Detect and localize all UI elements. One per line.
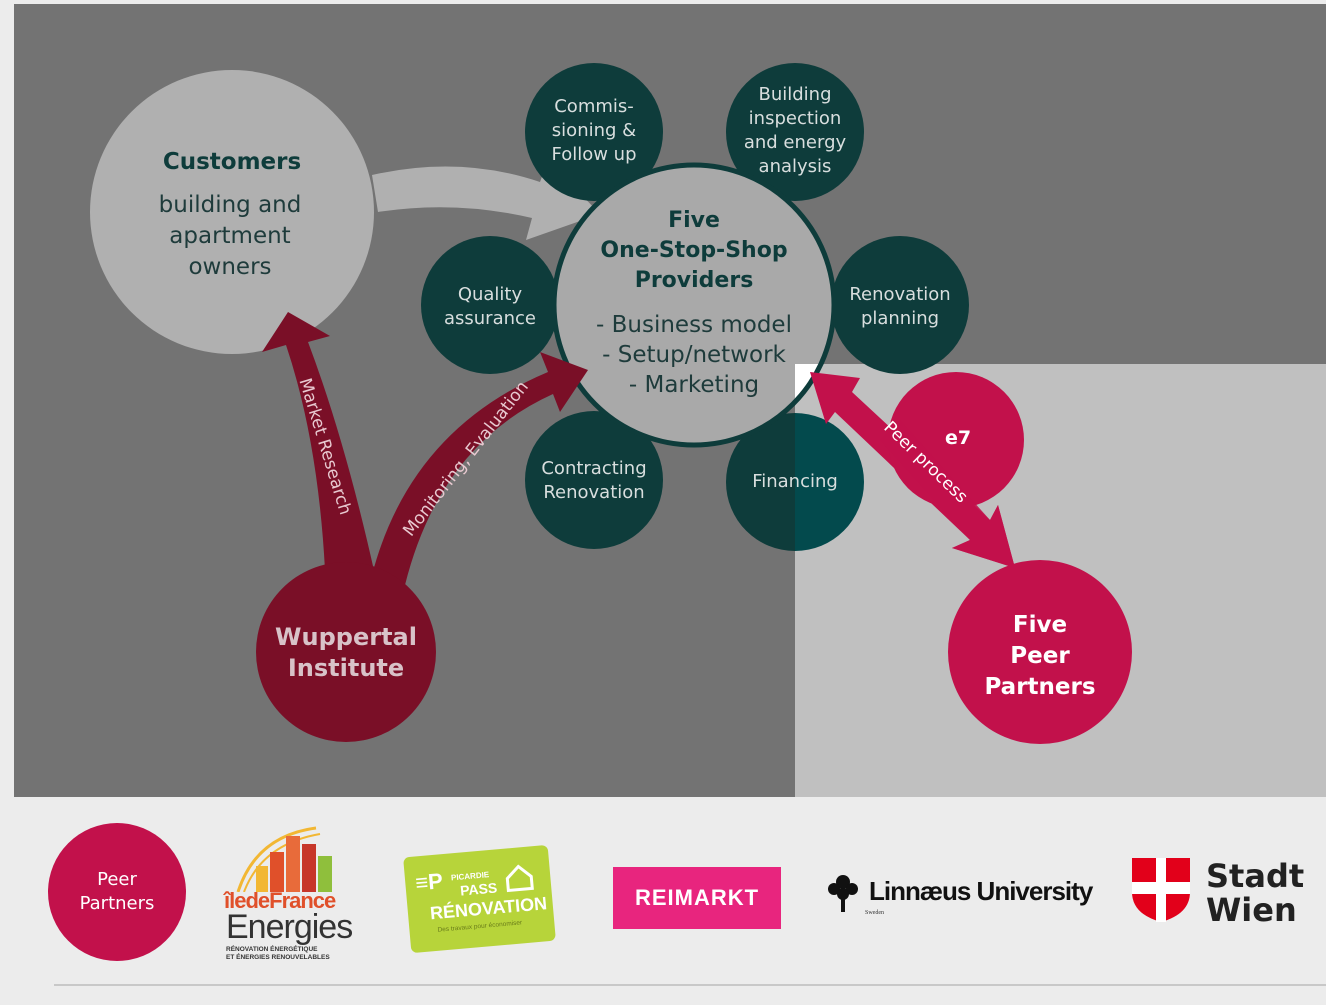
satellite-inspection bbox=[726, 63, 864, 201]
satellite-quality bbox=[421, 236, 559, 374]
satellite-label-commissioning-2: Follow up bbox=[551, 144, 636, 165]
satellite-renovation-planning bbox=[831, 236, 969, 374]
picardie-p-icon: ≡P bbox=[414, 868, 444, 896]
satellite-financing-light bbox=[795, 413, 864, 551]
satellite-commissioning bbox=[525, 63, 663, 201]
idf-brand-top: îledeFrance bbox=[224, 888, 336, 913]
peer-process-arrow-overlay bbox=[880, 420, 1015, 568]
satellite-label-commissioning-0: Commis- bbox=[554, 96, 634, 117]
house-icon bbox=[505, 864, 534, 893]
customers-title: Customers bbox=[163, 149, 301, 175]
monitoring-arrow bbox=[372, 352, 588, 585]
idf-energies-logo: îledeFrance Energies RÉNOVATION ÉNERGÉTI… bbox=[222, 826, 353, 964]
satellite-label-inspection-2: and energy bbox=[744, 132, 847, 153]
customers-node bbox=[90, 70, 374, 354]
idf-tag-line1: RÉNOVATION ÉNERGÉTIQUE bbox=[226, 946, 318, 953]
peer-badge-line1: Peer bbox=[97, 869, 137, 890]
idf-brand-main: Energies bbox=[226, 908, 353, 946]
linnaeus-university-logo: Linnæus University Sweden bbox=[825, 872, 1115, 922]
idf-tagline: RÉNOVATION ÉNERGÉTIQUE ET ÉNERGIES RENOU… bbox=[226, 946, 330, 962]
peer-partners-node bbox=[948, 560, 1132, 744]
satellite-label-quality-1: assurance bbox=[444, 308, 536, 329]
stadt-wien-logo: Stadt Wien bbox=[1132, 858, 1312, 930]
satellite-label-inspection-0: Building bbox=[758, 84, 831, 105]
customers-line-1: apartment bbox=[169, 223, 290, 249]
idf-buildings-icon bbox=[236, 826, 332, 892]
wuppertal-node bbox=[256, 562, 436, 742]
center-item-1: - Setup/network bbox=[602, 342, 786, 368]
satellite-label-inspection-1: inspection bbox=[749, 108, 842, 129]
center-node bbox=[551, 162, 837, 448]
peer-partners-badge: Peer Partners bbox=[48, 823, 186, 961]
peer-partners-label-2: Partners bbox=[984, 674, 1095, 700]
satellite-contracting bbox=[525, 411, 663, 549]
picardie-pass-renovation-logo: ≡P PICARDIE PASS RÉNOVATION Des travaux … bbox=[403, 844, 556, 954]
wien-line1: Stadt bbox=[1206, 857, 1305, 895]
satellite-label-contracting-0: Contracting bbox=[541, 458, 646, 479]
customers-line-0: building and bbox=[159, 192, 302, 218]
peer-badge-line2: Partners bbox=[79, 893, 155, 914]
satellite-label-financing-0: Financing bbox=[752, 471, 838, 492]
customers-line-2: owners bbox=[188, 254, 271, 280]
e7-label: e7 bbox=[945, 427, 971, 449]
idf-tag-line2: ET ÉNERGIES RENOUVELABLES bbox=[226, 954, 330, 961]
center-title-1: One-Stop-Shop bbox=[600, 238, 787, 263]
center-item-2: - Marketing bbox=[629, 372, 759, 398]
customers-arrow bbox=[372, 160, 600, 240]
picardie-renovation: RÉNOVATION bbox=[429, 893, 548, 924]
satellite-label-renovation-planning-0: Renovation bbox=[849, 284, 950, 305]
market-research-arrow bbox=[262, 312, 375, 575]
peer-partners-label-1: Peer bbox=[1010, 643, 1070, 669]
satellite-label-contracting-1: Renovation bbox=[543, 482, 644, 503]
wuppertal-label-1: Institute bbox=[288, 654, 404, 682]
wien-shield-icon bbox=[1132, 858, 1190, 922]
lnu-sub: Sweden bbox=[865, 910, 884, 916]
bottom-divider bbox=[54, 984, 1326, 986]
tree-icon bbox=[828, 875, 858, 912]
picardie-pass: PASS bbox=[459, 879, 498, 899]
center-title-0: Five bbox=[668, 208, 720, 233]
center-title-2: Providers bbox=[635, 268, 754, 293]
satellite-label-inspection-3: analysis bbox=[759, 156, 832, 177]
satellite-label-quality-0: Quality bbox=[458, 284, 523, 305]
center-item-0: - Business model bbox=[596, 312, 792, 338]
satellite-label-commissioning-1: sioning & bbox=[552, 120, 636, 141]
satellite-label-renovation-planning-1: planning bbox=[861, 308, 939, 329]
peer-partners-label-0: Five bbox=[1013, 612, 1067, 638]
satellite-group bbox=[421, 63, 969, 551]
reimarkt-logo: REIMARKT bbox=[613, 867, 781, 929]
wuppertal-label-0: Wuppertal bbox=[275, 623, 417, 651]
lnu-name: Linnæus University bbox=[869, 876, 1093, 906]
wien-line2: Wien bbox=[1206, 891, 1297, 929]
